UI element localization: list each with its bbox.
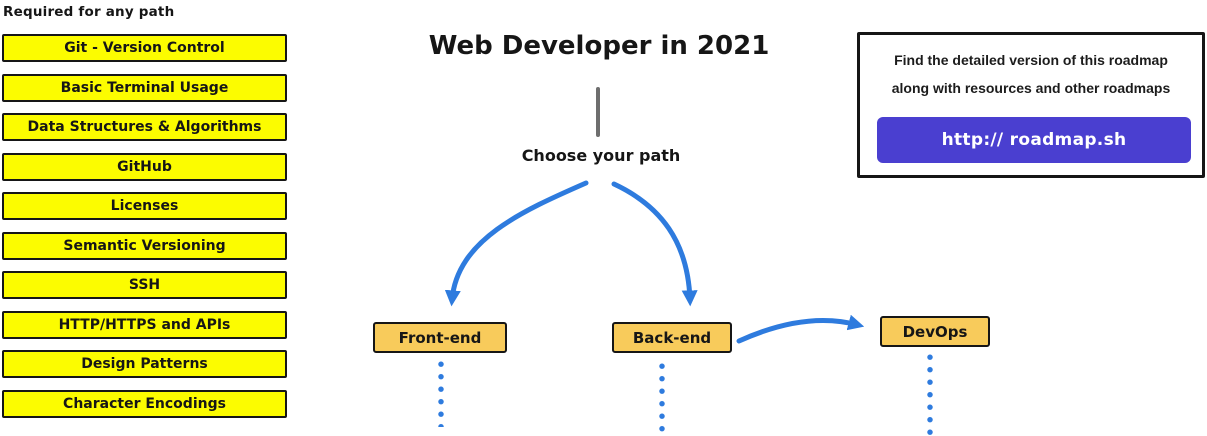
topic-box-licenses[interactable]: Licenses xyxy=(2,192,287,220)
devops-dotted-line xyxy=(927,354,933,436)
info-text-line2: along with resources and other roadmaps xyxy=(891,80,1171,96)
topic-box-dsa[interactable]: Data Structures & Algorithms xyxy=(2,113,287,141)
frontend-dotted-line xyxy=(438,361,444,427)
required-path-heading: Required for any path xyxy=(3,4,175,20)
topic-box-encodings[interactable]: Character Encodings xyxy=(2,389,287,418)
path-box-devops[interactable]: DevOps xyxy=(880,316,990,347)
path-box-frontend[interactable]: Front-end xyxy=(373,322,507,353)
arrow-backend-to-devops xyxy=(736,314,865,344)
topic-box-http[interactable]: HTTP/HTTPS and APIs xyxy=(2,310,287,339)
page-title: Web Developer in 2021 xyxy=(428,31,770,61)
required-topic-list: Git - Version Control Basic Terminal Usa… xyxy=(2,34,287,418)
backend-dotted-line xyxy=(659,363,665,435)
roadmap-url-button[interactable]: http:// roadmap.sh xyxy=(877,117,1191,163)
topic-box-github[interactable]: GitHub xyxy=(2,152,287,181)
arrow-to-frontend xyxy=(444,180,589,307)
topic-box-ssh[interactable]: SSH xyxy=(2,271,287,299)
info-box: Find the detailed version of this roadma… xyxy=(857,32,1205,178)
info-text-line1: Find the detailed version of this roadma… xyxy=(894,52,1168,68)
topic-box-semver[interactable]: Semantic Versioning xyxy=(2,231,287,260)
path-box-backend[interactable]: Back-end xyxy=(612,322,732,353)
topic-box-terminal[interactable]: Basic Terminal Usage xyxy=(2,73,287,102)
choose-path-label: Choose your path xyxy=(521,146,681,165)
arrow-to-backend xyxy=(611,181,698,307)
title-connector-line xyxy=(596,87,600,137)
topic-box-git[interactable]: Git - Version Control xyxy=(2,34,287,62)
topic-box-design-patterns[interactable]: Design Patterns xyxy=(2,350,287,378)
